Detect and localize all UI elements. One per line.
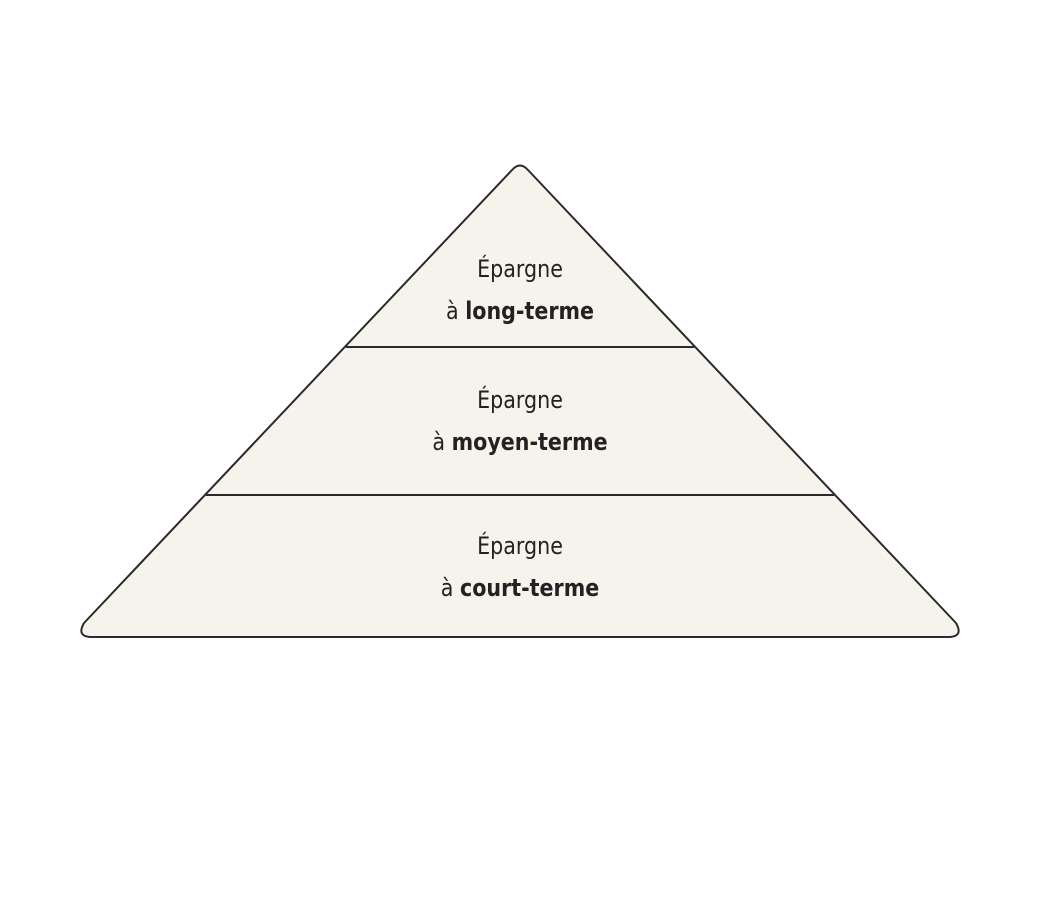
tier-long-term-prefix: à [445, 297, 466, 325]
tier-medium-term-term: moyen-terme [451, 428, 608, 456]
tier-medium-term: Épargne à moyen-terme [348, 379, 692, 463]
tier-short-term-prefix: à [440, 574, 460, 602]
tier-long-term: Épargne à long-terme [348, 248, 692, 332]
tier-long-term-term: long-terme [465, 297, 595, 325]
tier-long-term-title: Épargne [477, 255, 563, 283]
pyramid-outline [80, 164, 960, 638]
tier-short-term: Épargne à court-terme [348, 525, 692, 609]
tier-medium-term-title: Épargne [477, 386, 563, 414]
tier-long-term-subtitle: à long-terme [348, 290, 692, 332]
tier-short-term-title: Épargne [477, 532, 563, 560]
tier-short-term-term: court-terme [459, 574, 600, 602]
tier-medium-term-prefix: à [432, 428, 452, 456]
tier-short-term-subtitle: à court-terme [348, 567, 692, 609]
tier-medium-term-subtitle: à moyen-terme [348, 421, 692, 463]
